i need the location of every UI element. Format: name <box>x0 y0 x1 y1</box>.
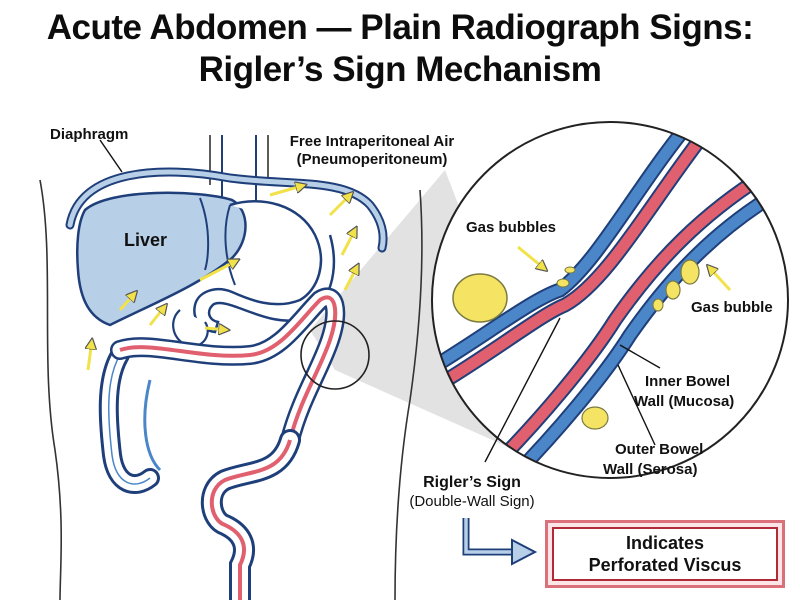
torso-outline <box>39 135 423 600</box>
label-outer-wall-1: Outer Bowel <box>615 441 703 458</box>
liver <box>76 191 247 327</box>
zoom-source-circle <box>300 320 370 390</box>
result-box: Indicates Perforated Viscus <box>545 520 785 588</box>
label-rigler-2: (Double-Wall Sign) <box>409 493 534 510</box>
leader-lines <box>99 139 661 463</box>
title-line-2: Rigler’s Sign Mechanism <box>198 50 602 89</box>
label-inner-wall-2: Wall (Mucosa) <box>634 393 734 410</box>
result-arrow <box>462 518 538 566</box>
result-line-2: Perforated Viscus <box>588 555 742 575</box>
label-diaphragm: Diaphragm <box>50 126 128 143</box>
label-free-air-1: Free Intraperitoneal Air <box>290 133 455 150</box>
result-line-1: Indicates <box>625 533 705 553</box>
title-line-1: Acute Abdomen — Plain Radiograph Signs: <box>46 8 754 47</box>
zoom-view <box>431 121 789 479</box>
transverse-colon <box>110 287 346 450</box>
label-inner-wall-1: Inner Bowel <box>645 373 730 390</box>
label-gas-bubble: Gas bubble <box>691 299 773 316</box>
descending-colon <box>200 429 301 600</box>
free-air-arrows <box>88 185 358 371</box>
gas-callout-arrows <box>517 245 732 292</box>
esophagus <box>221 135 257 205</box>
label-rigler-1: Rigler’s Sign <box>423 474 521 491</box>
label-outer-wall-2: Wall (Serosa) <box>603 461 697 478</box>
label-free-air-2: (Pneumoperitoneum) <box>297 151 448 168</box>
label-liver: Liver <box>124 230 167 250</box>
label-gas-bubbles: Gas bubbles <box>466 219 556 236</box>
ascending-colon <box>98 345 162 494</box>
